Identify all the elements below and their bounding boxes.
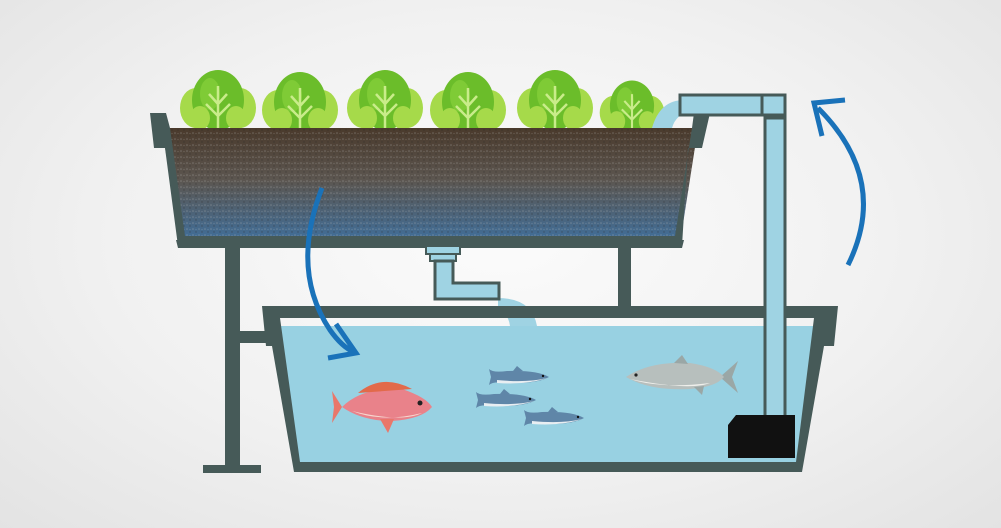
fish-tank — [262, 306, 838, 472]
flow-arrow-icon — [816, 106, 866, 267]
pump-riser-pipe — [678, 93, 787, 420]
water-pump-icon — [728, 415, 795, 458]
flow-arrow-icon — [305, 187, 356, 355]
salmon-fish-icon — [626, 355, 738, 395]
red-snapper-fish-icon — [332, 381, 432, 433]
grow-bed — [150, 113, 710, 248]
lettuce-icon — [178, 68, 666, 134]
flow-arrow-head — [327, 322, 361, 361]
flow-arrow-head — [810, 97, 846, 137]
